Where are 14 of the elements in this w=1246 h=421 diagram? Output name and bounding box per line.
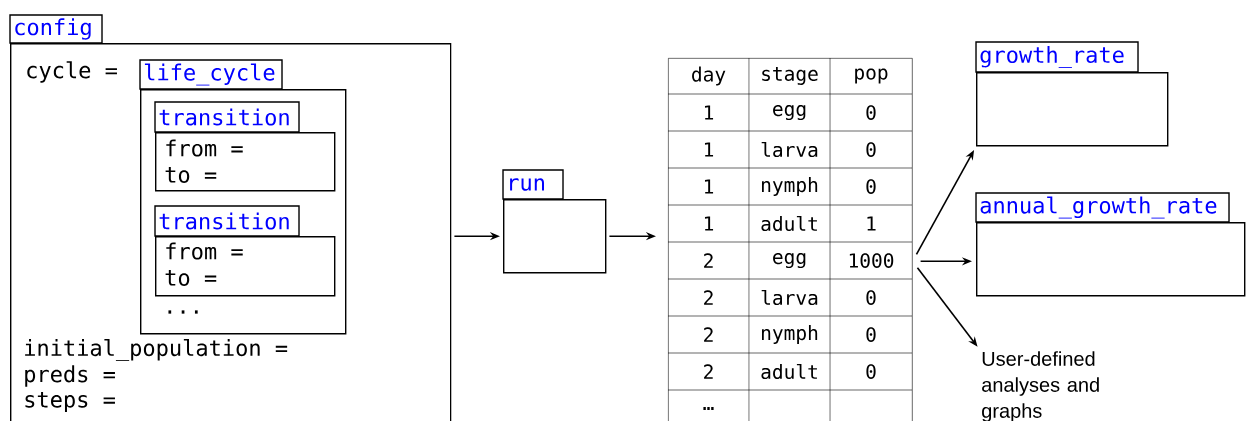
node-label: life_cycle	[144, 63, 275, 86]
object-box: growth_rate	[975, 41, 1169, 147]
object-box: transition from = to =	[154, 101, 336, 192]
output-text: User-defined analyses and graphs	[982, 351, 1099, 421]
object-box: run	[502, 169, 607, 274]
node-label: config	[15, 18, 91, 40]
object-box: annual_growth_rate	[975, 192, 1246, 297]
object-box: transition from = to =	[154, 205, 336, 297]
node-label: run	[510, 178, 544, 191]
node-label: transition	[159, 212, 289, 230]
node-label: annual_growth_rate	[980, 196, 1217, 219]
node-label: transition	[159, 108, 289, 126]
node-label: growth_rate	[980, 46, 1124, 68]
data-table: day stage pop 1 egg 0 1 larva 0 1 nymph 0 1 adult 1 2 egg 1000 2 larva 0 2 nymph 0 2 adult 0 …	[667, 57, 913, 421]
